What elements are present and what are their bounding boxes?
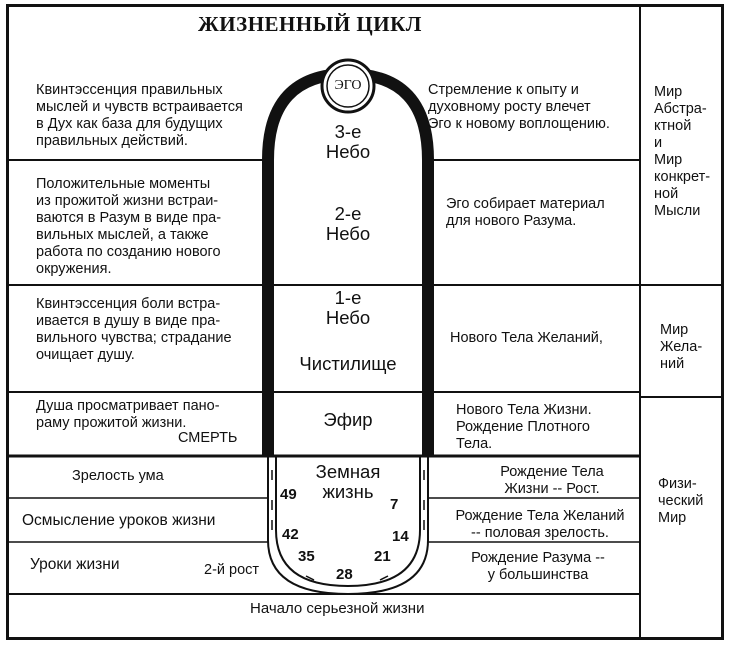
ego-label: ЭГО bbox=[334, 78, 362, 93]
age-42: 42 bbox=[282, 526, 299, 543]
ether-label: Эфир bbox=[323, 409, 373, 430]
age-49: 49 bbox=[280, 486, 297, 503]
world-of-desire-label: Мир Жела- ний bbox=[660, 322, 703, 372]
diagram-title: ЖИЗНЕННЫЙ ЦИКЛ bbox=[198, 12, 422, 36]
world-of-thought-label: Мир Абстра- ктной и Мир конкрет- ной Мыс… bbox=[654, 84, 711, 219]
right-text-birth-mind: Рождение Разума -- у большинства bbox=[471, 550, 605, 583]
right-text-ego-material: Эго собирает материал для нового Разума. bbox=[446, 196, 605, 229]
right-text-life-body: Нового Тела Жизни. Рождение Плотного Тел… bbox=[456, 402, 592, 452]
left-text-maturity: Зрелость ума bbox=[72, 468, 164, 484]
beginning-serious-life-label: Начало серьезной жизни bbox=[250, 600, 425, 617]
age-35: 35 bbox=[298, 548, 315, 565]
death-label: СМЕРТЬ bbox=[178, 430, 238, 446]
second-heaven-label: 2-е Небо bbox=[325, 203, 371, 244]
first-heaven-label: 1-е Небо bbox=[325, 287, 371, 328]
physical-world-label: Физи- ческий Мир bbox=[658, 476, 704, 526]
right-text-desire-body: Нового Тела Желаний, bbox=[450, 330, 603, 346]
left-text-lessons-reflection: Осмысление уроков жизни bbox=[22, 512, 216, 529]
right-text-birth-life-body: Рождение Тела Жизни -- Рост. bbox=[500, 464, 604, 497]
diagram-frame bbox=[6, 4, 724, 640]
left-text-soul: Квинтэссенция боли встра- ивается в душу… bbox=[36, 296, 232, 363]
left-text-lessons: Уроки жизни bbox=[30, 556, 120, 573]
age-28: 28 bbox=[336, 566, 353, 583]
age-7: 7 bbox=[390, 496, 399, 513]
third-heaven-label: 3-е Небо bbox=[325, 121, 371, 162]
left-text-mind: Положительные моменты из прожитой жизни … bbox=[36, 176, 222, 277]
right-text-birth-desire-body: Рождение Тела Желаний -- половая зрелост… bbox=[455, 508, 625, 541]
left-text-panorama: Душа просматривает пано- раму прожитой ж… bbox=[36, 398, 220, 431]
age-21: 21 bbox=[374, 548, 391, 565]
left-text-spirit: Квинтэссенция правильных мыслей и чувств… bbox=[36, 82, 243, 149]
age-14: 14 bbox=[392, 528, 409, 545]
earth-life-label: Земная жизнь bbox=[315, 461, 381, 502]
second-growth-label: 2-й рост bbox=[204, 562, 260, 578]
purgatory-label: Чистилище bbox=[299, 353, 397, 374]
right-text-ego-impulse: Стремление к опыту и духовному росту вле… bbox=[428, 82, 610, 132]
